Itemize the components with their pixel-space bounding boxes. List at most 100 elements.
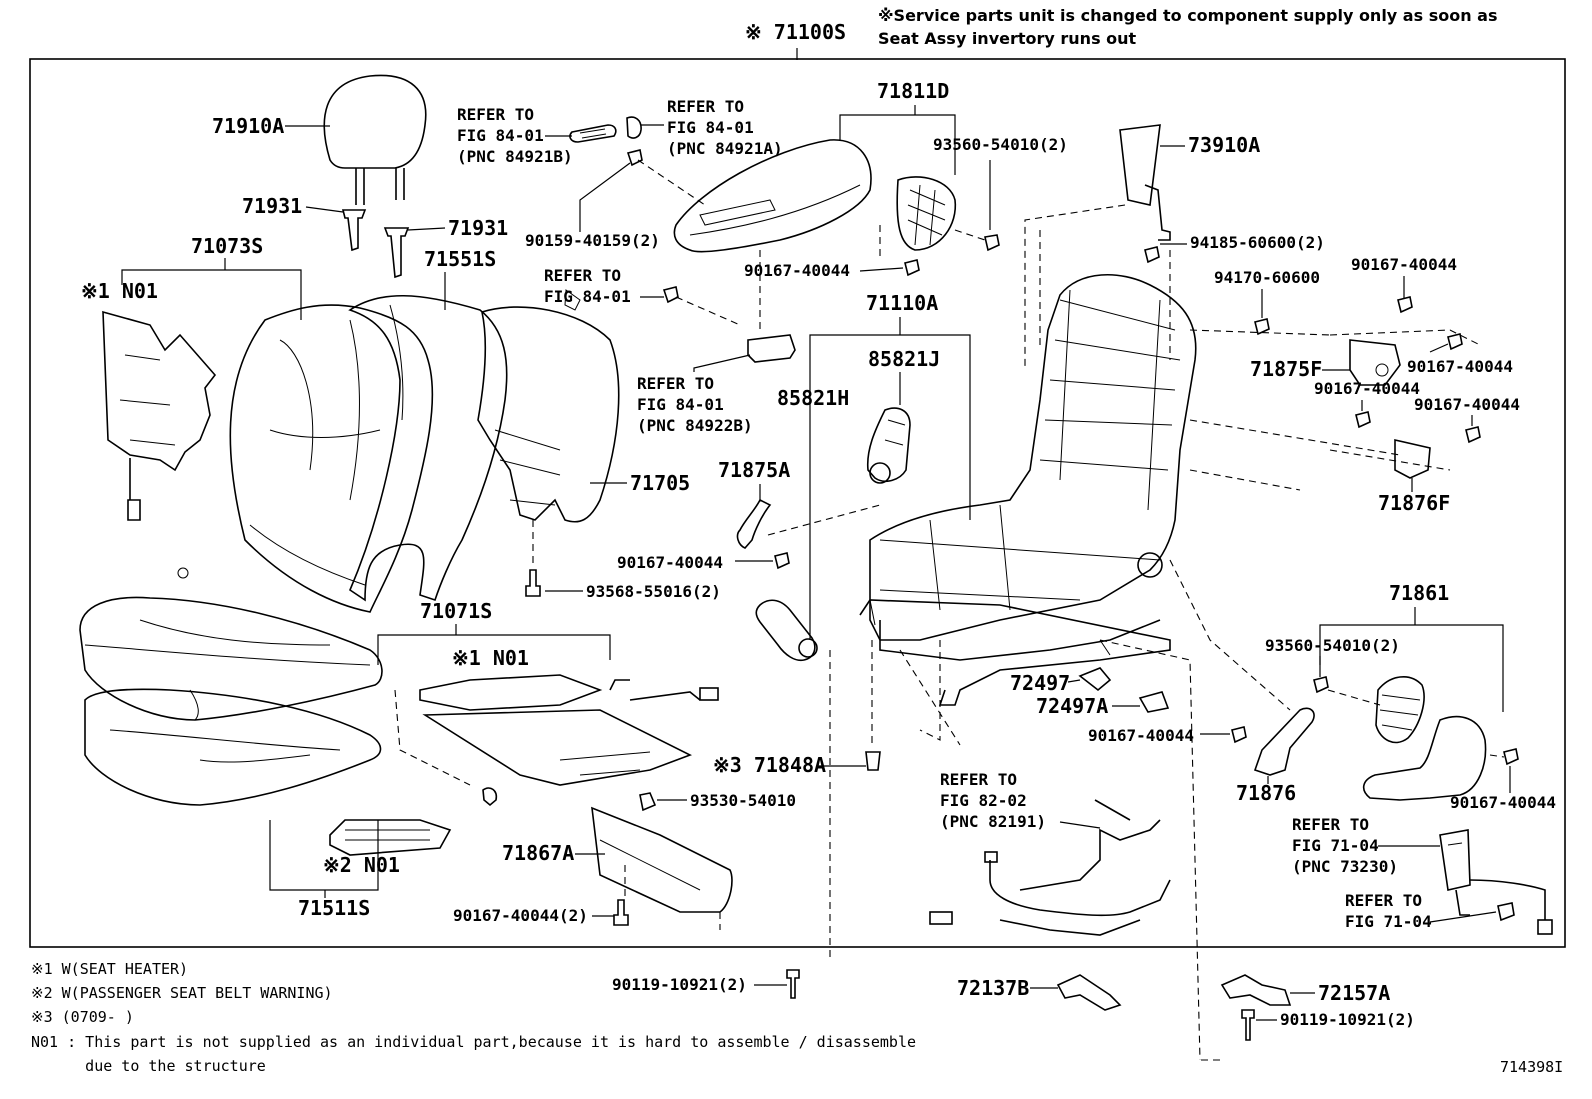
- ref-73230-a: REFER TO: [1292, 815, 1369, 834]
- outer-shield-label: 71811D: [877, 79, 949, 103]
- lever-71861-shape: [1362, 715, 1487, 801]
- screw-90167-r4-label: 90167-40044: [1414, 395, 1520, 414]
- cover-72497-label: 72497: [1010, 671, 1070, 695]
- clip-shape: [482, 787, 498, 807]
- guide-right-label: 71931: [448, 216, 508, 240]
- screw-93560-top-shape: [984, 234, 1000, 252]
- ref-82191-c: (PNC 82191): [940, 812, 1046, 831]
- motor-j-shape: [866, 407, 911, 484]
- seat-belt-buckle: [1439, 829, 1553, 935]
- screw-90167-r1-label: 90167-40044: [1351, 255, 1457, 274]
- cover-72497-shape: [1078, 667, 1112, 692]
- seat-frame: [859, 273, 1197, 706]
- cover-72157a-label: 72157A: [1318, 981, 1390, 1005]
- bolt-90119-a-label: 90119-10921(2): [612, 975, 747, 994]
- guide-left-shape: [341, 209, 367, 252]
- nut-94185-label: 94185-60600(2): [1190, 233, 1325, 252]
- screw-90159-shape: [626, 149, 643, 167]
- ref-82191-b: FIG 82-02: [940, 791, 1027, 810]
- nut-94185-shape: [1144, 246, 1160, 264]
- ref-82191-a: REFER TO: [940, 770, 1017, 789]
- figure-id: 714398I: [1500, 1058, 1563, 1076]
- wire-harness: [929, 799, 1171, 936]
- anchor-nut-shape: [1497, 902, 1515, 922]
- ref-73230-c: (PNC 73230): [1292, 857, 1398, 876]
- seat-back-cover: [229, 304, 434, 613]
- cover-72497a-shape: [1138, 691, 1170, 713]
- nut-94170-shape: [1254, 318, 1270, 336]
- cover-71876f-label: 71876F: [1378, 491, 1450, 515]
- cover-72137b-shape: [1056, 974, 1122, 1011]
- screw-90167-2-label: 90167-40044(2): [453, 906, 588, 925]
- seat-back-pad: [348, 294, 508, 602]
- n01-back-label: ※1 N01: [81, 279, 158, 303]
- cover-72157a-shape: [1220, 974, 1292, 1006]
- side-cover-73910a-label: 73910A: [1188, 133, 1260, 157]
- screw-90167-r4-shape: [1465, 426, 1481, 444]
- screw-93530-shape: [639, 792, 657, 812]
- footnote-2: ※2 W(PASSENGER SEAT BELT WARNING): [31, 984, 333, 1002]
- cushion-cover: [79, 596, 383, 721]
- bolt-90119-b-label: 90119-10921(2): [1280, 1010, 1415, 1029]
- cushion-pad: [84, 688, 382, 806]
- ref-7104-a: REFER TO: [1345, 891, 1422, 910]
- recliner-knob: [896, 176, 957, 251]
- motor-j-label: 85821J: [868, 347, 940, 371]
- ref-84921a-c: (PNC 84921A): [667, 139, 783, 158]
- ref-84922b-b: FIG 84-01: [637, 395, 724, 414]
- footnote-n01-line1: N01 : This part is not supplied as an in…: [31, 1033, 916, 1051]
- cover-71876-shape: [1253, 707, 1315, 776]
- screw-8401-shape: [662, 286, 679, 304]
- cover-71848a-shape: [865, 751, 881, 771]
- service-note-line1: ※Service parts unit is changed to compon…: [878, 6, 1497, 25]
- ref-84921b-b: FIG 84-01: [457, 126, 544, 145]
- ref-73230-b: FIG 71-04: [1292, 836, 1379, 855]
- cover-72497a-label: 72497A: [1036, 694, 1108, 718]
- occupant-mat: [329, 819, 452, 856]
- back-cover-label: 71073S: [191, 234, 263, 258]
- motor-h-label: 85821H: [777, 386, 849, 410]
- cover-71875f-label: 71875F: [1250, 357, 1322, 381]
- screw-90167-r1-shape: [1397, 296, 1413, 314]
- ref-7104-b: FIG 71-04: [1345, 912, 1432, 931]
- screw-90167-r2-label: 90167-40044: [1407, 357, 1513, 376]
- footnote-3: ※3 (0709- ): [31, 1008, 134, 1026]
- guide-right-shape: [383, 227, 410, 279]
- n01-cushion-label: ※1 N01: [452, 646, 529, 670]
- lower-shield: [591, 806, 733, 913]
- screw-90167-a-label: 90167-40044: [617, 553, 723, 572]
- screw-93568-shape: [525, 569, 541, 597]
- cover-71875a-shape: [736, 498, 772, 549]
- screw-90167-br-shape: [1503, 748, 1519, 766]
- screw-93560-low-label: 93560-54010(2): [1265, 636, 1400, 655]
- screw-90167-2-shape: [613, 899, 629, 926]
- screw-90159-label: 90159-40159(2): [525, 231, 660, 250]
- seat-back-board: [477, 289, 620, 523]
- diagram-frame: [29, 58, 1566, 948]
- screw-90167-mid-shape: [904, 259, 920, 277]
- screw-93568-label: 93568-55016(2): [586, 582, 721, 601]
- screw-90167-r3-shape: [1355, 411, 1371, 429]
- ref-84921b-a: REFER TO: [457, 105, 534, 124]
- bolt-90119-a-shape: [786, 969, 800, 999]
- bolt-90119-b-shape: [1241, 1009, 1255, 1041]
- back-board-label: 71705: [630, 471, 690, 495]
- headrest-label: 71910A: [212, 114, 284, 138]
- main-assembly-label: ※ 71100S: [745, 20, 846, 44]
- footnote-1: ※1 W(SEAT HEATER): [31, 960, 188, 978]
- headrest-shape: [323, 74, 427, 205]
- screw-90167-br-label: 90167-40044: [1450, 793, 1556, 812]
- cover-71876-label: 71876: [1236, 781, 1296, 805]
- screw-90167-a-shape: [774, 552, 790, 570]
- back-pad-label: 71551S: [424, 247, 496, 271]
- knob-71861-label: 71861: [1389, 581, 1449, 605]
- cushion-pad-label: 71511S: [298, 896, 370, 920]
- cover-71875a-label: 71875A: [718, 458, 790, 482]
- screw-90167-low-shape: [1231, 726, 1247, 744]
- switch-bracket: [747, 334, 796, 363]
- ref-84922b-a: REFER TO: [637, 374, 714, 393]
- heater-mat-cushion: [419, 674, 719, 786]
- guide-left-label: 71931: [242, 194, 302, 218]
- screw-90167-r2-shape: [1447, 333, 1463, 351]
